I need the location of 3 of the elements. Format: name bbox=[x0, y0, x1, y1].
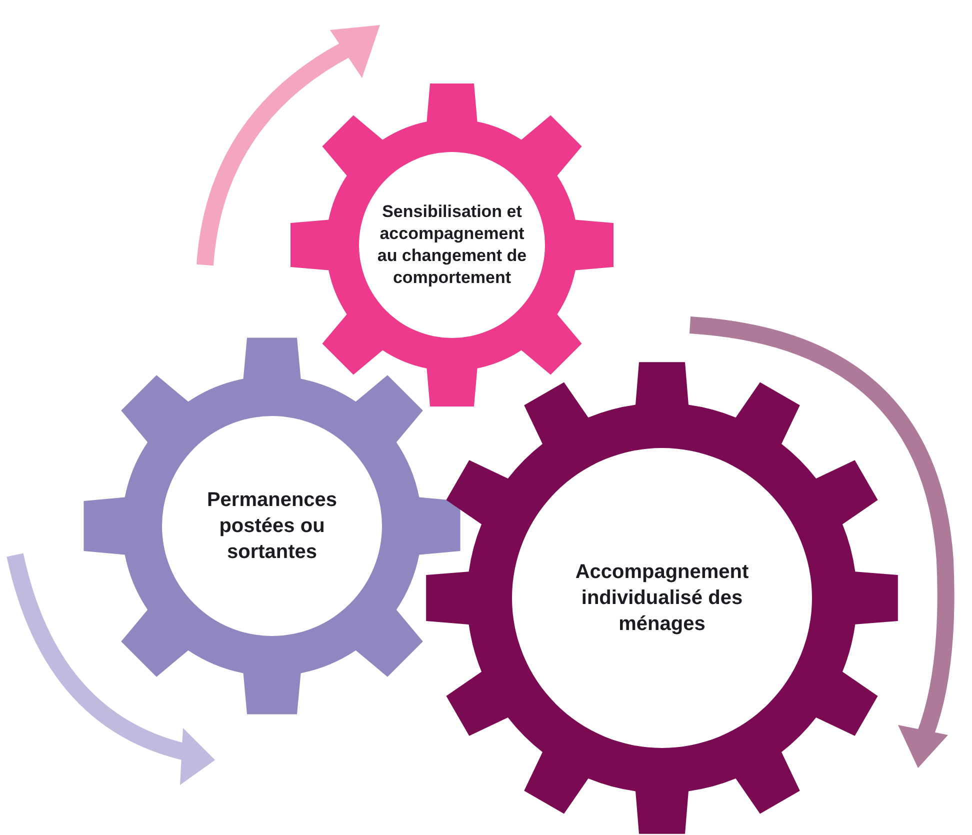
gear-label: Sensibilisation et accompagnement au changement de comportement bbox=[376, 200, 528, 290]
gear-label: Accompagnement individualisé des ménages bbox=[574, 560, 750, 637]
gear-label: Permanences postées ou sortantes bbox=[206, 488, 338, 565]
